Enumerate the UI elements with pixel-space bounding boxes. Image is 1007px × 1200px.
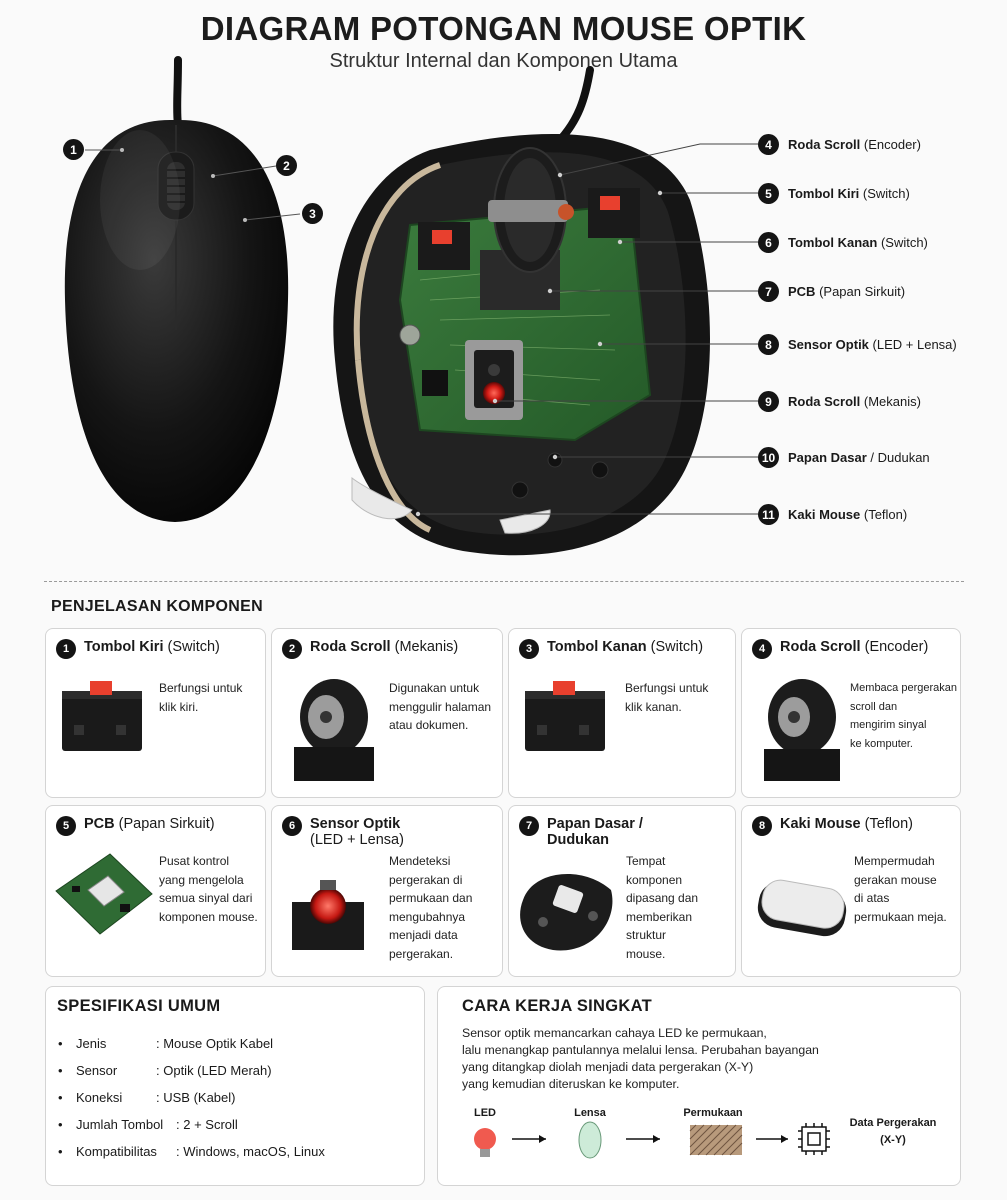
howto-text: Sensor optik memancarkan cahaya LED ke p… [462,1026,819,1091]
scroll-wheel-icon [294,679,374,781]
encoder-wheel-icon [764,679,840,781]
card-number: 7 [519,816,539,836]
callout-badge: 3 [302,203,323,224]
callout-label-5: Tombol Kiri (Switch) [788,186,910,201]
components-title: PENJELASAN KOMPONEN [51,598,263,615]
callout-badge: 5 [758,183,779,204]
switch-icon [525,681,605,751]
howto-panel: CARA KERJA SINGKAT Sensor optik memancar… [437,986,961,1186]
flow-label-surface: Permukaan [683,1107,743,1119]
switch-icon [62,681,142,751]
callout-label-11: Kaki Mouse (Teflon) [788,507,908,522]
intact-mouse [64,56,289,522]
specs-panel: SPESIFIKASI UMUM •Jenis: Mouse Optik Kab… [45,986,425,1186]
spec-row: •Sensor: Optik (LED Merah) [58,1063,272,1078]
spec-row: •Koneksi: USB (Kabel) [58,1090,236,1105]
page-title: DIAGRAM POTONGAN MOUSE OPTIK [200,10,807,47]
callout-badge: 6 [758,232,779,253]
flow-label-data: Data Pergerakan(X-Y) [849,1117,937,1146]
callout-badge: 7 [758,281,779,302]
mouse-illustration: 1 2 3 4 Roda Scroll (Encoder) 5 Tombol K… [0,0,1007,570]
callout-label-9: Roda Scroll (Mekanis) [788,394,921,409]
lens-icon [578,1121,602,1159]
card-number: 1 [56,639,76,659]
card-number: 6 [282,816,302,836]
callout-leaders [418,143,758,515]
bulb-icon [474,1128,496,1157]
callout-label-10: Papan Dasar / Dudukan [788,450,930,465]
card-number: 4 [752,639,772,659]
callout-badge: 8 [758,334,779,355]
flow-label-lens: Lensa [574,1107,606,1119]
flow-label-led: LED [474,1107,496,1119]
callout-label-8: Sensor Optik (LED + Lensa) [788,337,957,352]
callout-label-6: Tombol Kanan (Switch) [788,235,928,250]
card-number: 8 [752,816,772,836]
cutaway-mouse [333,66,710,556]
callout-label-4: Roda Scroll (Encoder) [788,137,921,152]
teflon-foot-icon [757,879,847,937]
callout-badge: 2 [276,155,297,176]
callout-badge: 4 [758,134,779,155]
callout-badge: 11 [758,504,779,525]
section-divider [44,581,964,582]
howto-title: CARA KERJA SINGKAT [462,997,652,1015]
spec-row: •Jenis: Mouse Optik Kabel [58,1036,274,1051]
card-number: 5 [56,816,76,836]
card-number: 2 [282,639,302,659]
callout-badge: 9 [758,391,779,412]
callout-label-7: PCB (Papan Sirkuit) [788,284,906,299]
pcb-icon [55,853,153,935]
base-plate-icon [520,873,613,951]
specs-title: SPESIFIKASI UMUM [57,997,221,1015]
callout-badge: 10 [758,447,779,468]
surface-icon [689,1124,743,1156]
mouse-cutaway-svg [64,56,758,556]
spec-row: •Jumlah Tombol: 2 + Scroll [58,1117,238,1132]
flow-diagram [474,1121,830,1159]
chip-icon [798,1123,830,1155]
spec-row: •Kompatibilitas: Windows, macOS, Linux [58,1144,325,1159]
optical-sensor-icon [292,880,364,950]
callout-badge: 1 [63,139,84,160]
card-number: 3 [519,639,539,659]
